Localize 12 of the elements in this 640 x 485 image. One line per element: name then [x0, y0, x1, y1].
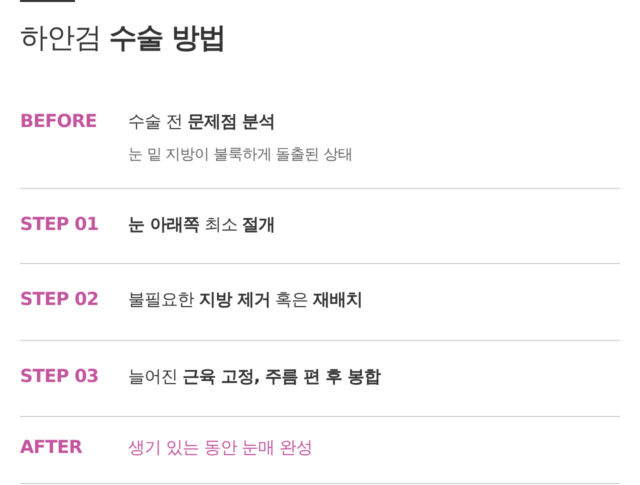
step-description: 불필요한 지방 제거 혹은 재배치	[128, 288, 363, 312]
result-description: 생기 있는 동안 눈매 완성	[128, 436, 313, 460]
page-title: 하안검 수술 방법	[20, 20, 226, 56]
step-detail: 눈 밑 지방이 불룩하게 돌출된 상태	[128, 145, 352, 165]
step-label: STEP 02	[20, 288, 99, 312]
step-label: STEP 03	[20, 365, 99, 389]
step-description: 눈 아래쪽 최소 절개	[128, 214, 276, 236]
step-label: AFTER	[20, 436, 82, 460]
step-description: 늘어진 근육 고정, 주름 편 후 봉합	[128, 366, 380, 388]
step-label: BEFORE	[20, 110, 97, 134]
step-description: 수술 전 문제점 분석	[128, 110, 276, 134]
step-label: STEP 01	[20, 213, 99, 237]
